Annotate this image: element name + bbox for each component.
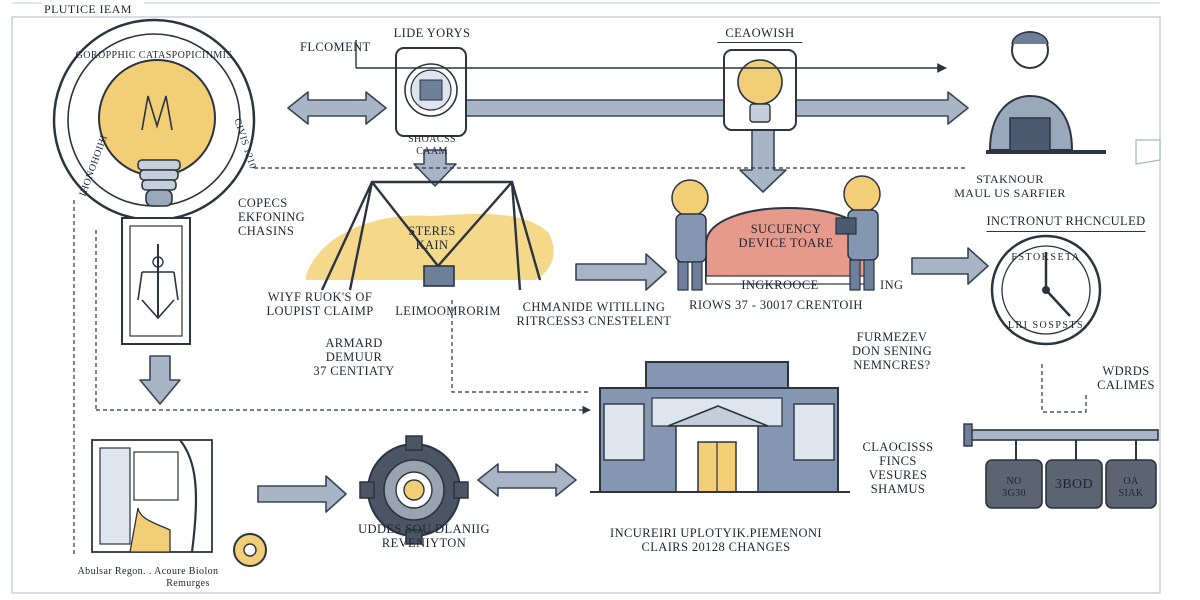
sucuency-label: SUCUENCY DEVICE TOARE [738,222,834,250]
small-gear-icon [233,533,267,567]
chmanide-label: CHMANIDE WITILLING RITRCESS3 CNESTELENT [516,300,672,328]
weight-1-label: NO 3G30 [1002,476,1026,499]
dashed-building-link [451,300,590,393]
claocisss-label: CLAOCISSS FINCS VESURES SHAMUS [862,440,934,496]
arrow-down-ceaowish [739,125,787,193]
pillar [121,217,191,345]
arrow-double-left [287,91,387,125]
engineer-figure [986,31,1161,165]
riows-label: RIOWS 37 - 30017 CRENTOIH [689,298,863,312]
clock-ring-top-label: FSTOKSETA [1011,252,1081,263]
seal-card [395,47,467,137]
hanging-weights [963,423,1159,509]
furmezev-label: FURMEZEV DON SENING NEMNCRES? [851,330,933,372]
lab-scene [91,439,213,553]
ceaowish-label: CEAOWISH [717,26,803,43]
arrow-down-pillar [139,355,181,405]
flocment-label: FLCOMENT [300,40,371,54]
bottom-left-caption-1: Abulsar Regon. . Acoure Biolon [77,566,219,577]
building [590,361,850,493]
bottom-left-caption-2: Remurges [166,578,210,589]
udess-label: UDDES SOU DLANIIG REVENIYTON [358,522,490,550]
clock [990,234,1102,346]
arrow-double-bottom [477,463,577,497]
incureri-label: INCUREIRI UPLOTYIK.PIEMENONI CLAIRS 2012… [610,526,822,554]
staknour-label: STAKNOUR MAUL US SARFIER [954,172,1066,200]
arrow-right-clock [911,247,989,285]
ing-label: ING [880,278,904,292]
arrow-right-middle [575,253,667,291]
page-title: PLUTICE IEAM [44,2,132,16]
stacks-label: SHOACSS CAAM [408,134,456,157]
dashed-clock-link [1041,364,1087,413]
clock-ring-bottom-label: LRI SOSPSTS [1007,320,1085,331]
incronut-label: INCTRONUT RHCNCULED [986,214,1146,232]
lightbulb-card [723,49,797,131]
armard-label: ARMARD DEMUUR 37 CENTIATY [313,336,395,378]
ingkrooce-label: INGKROOCE [741,278,819,292]
arch-scene [671,175,881,291]
gear-icon [359,435,469,545]
leimoom-label: LEIMOOMRORIM [395,304,501,318]
lide-yorys-label: LIDE YORYS [393,26,471,40]
weight-2-label: 3Bod [1054,477,1094,492]
arrow-long-right [459,91,969,125]
arrow-right-gear [257,475,347,513]
steres-label: STERES KAIN [408,224,456,252]
weight-3-label: OA SIAK [1118,476,1144,499]
copecs-label: COPECS EKFONING CHASINS [238,196,306,238]
bulb-ring-top-label: GOROPPHIC CATASPOPICINMIS [75,50,233,61]
lightbulb-medallion [52,18,256,222]
arrow-down-steres [413,149,457,187]
outer-frame [11,16,1161,594]
header-mask [42,0,144,16]
wdrds-label: WDRDS CALIMES [1097,364,1155,392]
truss-hill [306,180,554,291]
wiyf-label: WIYF RUOK'S OF LOUPIST CLAIMP [266,290,374,318]
